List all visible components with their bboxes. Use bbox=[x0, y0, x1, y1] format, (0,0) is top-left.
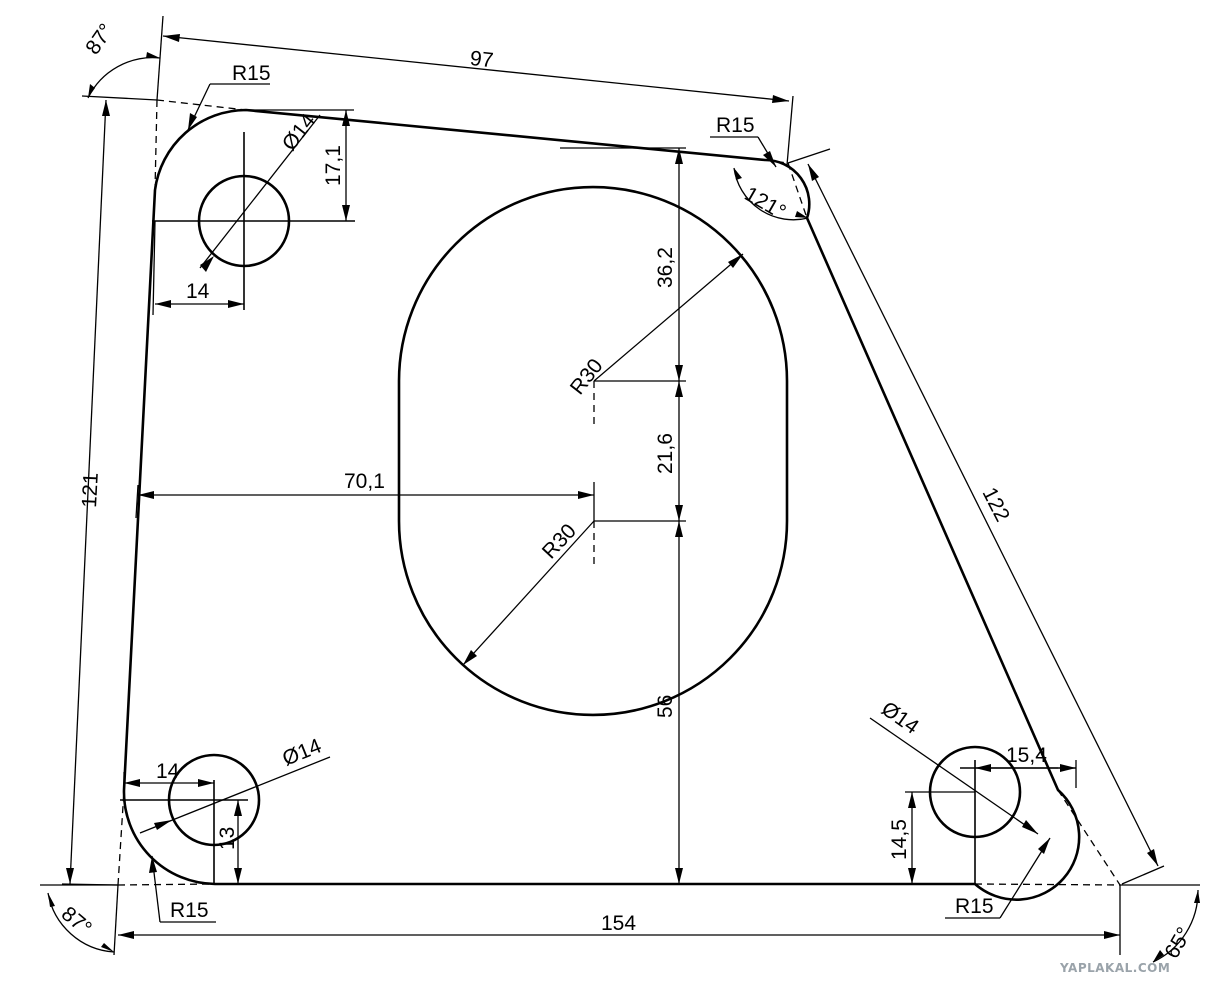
label-hole-bottom-right: Ø14 bbox=[877, 697, 923, 739]
part-outline bbox=[122, 108, 1081, 901]
label-angle-bottom-left: 87° bbox=[57, 902, 96, 940]
label-radius-top-left: R15 bbox=[232, 62, 271, 85]
label-right-edge: 122 bbox=[978, 484, 1014, 526]
label-slot-spacing: 21,6 bbox=[654, 433, 677, 474]
label-top-left-offset-x: 14 bbox=[186, 280, 210, 303]
label-hole-bottom-left: Ø14 bbox=[279, 734, 325, 770]
dimension-lines bbox=[40, 15, 1200, 963]
label-bottom-left-offset-x: 14 bbox=[156, 760, 180, 783]
label-radius-bottom-right: R15 bbox=[955, 895, 994, 918]
label-slot-top-radius: R30 bbox=[566, 355, 608, 400]
dimension-labels: 97 121 122 154 87° 87° 65° 121° R15 R15 … bbox=[57, 20, 1196, 963]
label-slot-bottom-distance: 56 bbox=[654, 695, 677, 718]
watermark: YAPLAKAL.COM bbox=[1059, 961, 1170, 975]
label-slot-bottom-radius: R30 bbox=[538, 520, 581, 564]
label-slot-top-distance: 36,2 bbox=[654, 247, 677, 288]
label-bottom-left-offset-y: 13 bbox=[216, 827, 239, 850]
central-slot bbox=[397, 185, 789, 717]
label-angle-top-right: 121° bbox=[741, 182, 790, 224]
label-bottom-right-offset-x: 15,4 bbox=[1006, 744, 1047, 767]
label-left-edge: 121 bbox=[78, 472, 103, 508]
label-top-edge: 97 bbox=[469, 47, 495, 72]
label-angle-bottom-right: 65° bbox=[1160, 923, 1196, 962]
label-angle-top-left: 87° bbox=[81, 20, 118, 59]
label-top-left-offset-y: 17,1 bbox=[322, 145, 345, 186]
label-slot-x-offset: 70,1 bbox=[344, 470, 385, 493]
label-bottom-right-offset-y: 14,5 bbox=[888, 819, 911, 860]
center-marks bbox=[120, 132, 1076, 884]
label-radius-top-right: R15 bbox=[716, 114, 755, 137]
construction-lines bbox=[117, 99, 1121, 886]
outer-contour bbox=[122, 108, 1081, 901]
label-radius-bottom-left: R15 bbox=[170, 899, 209, 922]
label-bottom-edge: 154 bbox=[601, 912, 636, 935]
